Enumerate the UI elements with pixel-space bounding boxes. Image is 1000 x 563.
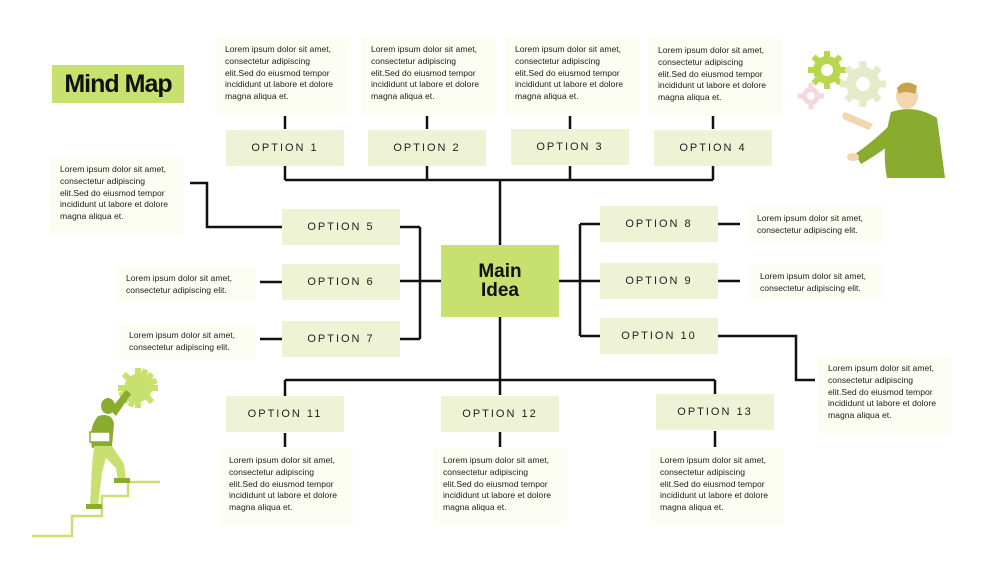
gear-icon	[840, 61, 886, 107]
person-with-gears-illustration	[798, 51, 945, 178]
option-10-node[interactable]: OPTION 10	[600, 318, 718, 354]
option-3-node[interactable]: OPTION 3	[511, 129, 629, 165]
option-7-node[interactable]: OPTION 7	[282, 321, 400, 357]
option-9-node[interactable]: OPTION 9	[600, 263, 718, 299]
note-option-1: Lorem ipsum dolor sit amet, consectetur …	[215, 37, 349, 115]
option-11-node[interactable]: OPTION 11	[226, 396, 344, 432]
page-title: Mind Map	[52, 65, 184, 103]
note-option-6: Lorem ipsum dolor sit amet, consectetur …	[116, 266, 256, 302]
note-option-10: Lorem ipsum dolor sit amet, consectetur …	[818, 356, 952, 434]
note-option-7: Lorem ipsum dolor sit amet, consectetur …	[119, 323, 255, 359]
person-climbing-stairs-illustration	[32, 368, 160, 538]
option-1-node[interactable]: OPTION 1	[226, 130, 344, 166]
option-2-node[interactable]: OPTION 2	[368, 130, 486, 166]
main-idea-node[interactable]: Main Idea	[441, 245, 559, 317]
note-option-11: Lorem ipsum dolor sit amet, consectetur …	[219, 448, 353, 526]
note-option-4: Lorem ipsum dolor sit amet, consectetur …	[648, 38, 782, 116]
note-option-5: Lorem ipsum dolor sit amet, consectetur …	[50, 157, 184, 235]
option-6-node[interactable]: OPTION 6	[282, 264, 400, 300]
gear-icon	[798, 83, 824, 109]
option-4-node[interactable]: OPTION 4	[654, 130, 772, 166]
option-13-node[interactable]: OPTION 13	[656, 394, 774, 430]
note-option-8: Lorem ipsum dolor sit amet, consectetur …	[747, 206, 883, 242]
note-option-2: Lorem ipsum dolor sit amet, consectetur …	[361, 37, 495, 115]
gear-icon	[808, 51, 846, 89]
option-8-node[interactable]: OPTION 8	[600, 206, 718, 242]
option-5-node[interactable]: OPTION 5	[282, 209, 400, 245]
note-option-12: Lorem ipsum dolor sit amet, consectetur …	[433, 448, 567, 526]
option-12-node[interactable]: OPTION 12	[441, 396, 559, 432]
note-option-9: Lorem ipsum dolor sit amet, consectetur …	[750, 264, 882, 300]
note-option-3: Lorem ipsum dolor sit amet, consectetur …	[505, 37, 639, 115]
note-option-13: Lorem ipsum dolor sit amet, consectetur …	[650, 448, 784, 526]
main-idea-label: Main Idea	[478, 261, 522, 301]
